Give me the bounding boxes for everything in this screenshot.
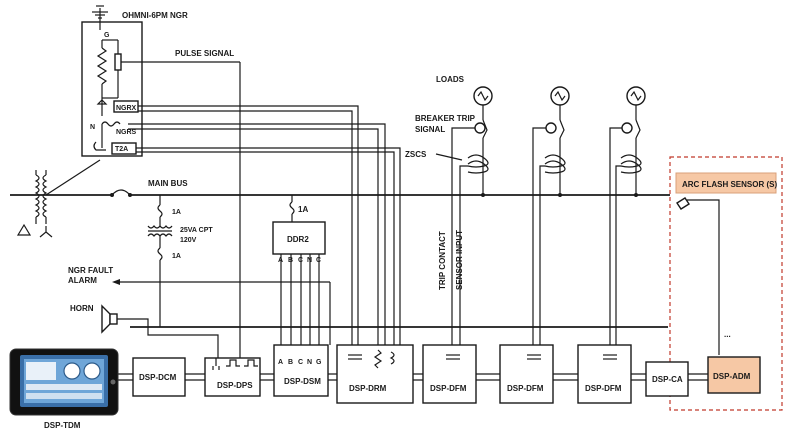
arc-flash-sensor-icon xyxy=(676,197,690,210)
svg-text:DSP-ADM: DSP-ADM xyxy=(713,372,751,381)
svg-text:N: N xyxy=(307,359,312,366)
arc-flash-title: ARC FLASH SENSOR (S) xyxy=(682,180,777,189)
ddr2-box xyxy=(272,221,326,255)
svg-text:DSP-DSM: DSP-DSM xyxy=(284,377,321,386)
cpt-rating-2: 120V xyxy=(180,237,197,244)
ddr2: 1A DDR2 A B C N C xyxy=(272,195,326,345)
horn-label: HORN xyxy=(70,304,94,313)
pulse-signal-label: PULSE SIGNAL xyxy=(175,49,234,58)
svg-text:C: C xyxy=(298,359,303,366)
svg-text:DSP-DFM: DSP-DFM xyxy=(507,384,544,393)
ngr-fault-alarm: NGR FAULT ALARM xyxy=(68,266,331,345)
svg-text:DSP-DFM: DSP-DFM xyxy=(430,384,467,393)
main-bus xyxy=(10,189,670,197)
dsp-dps-module[interactable]: DSP-DPS xyxy=(204,357,261,397)
svg-text:DSP-DCM: DSP-DCM xyxy=(139,373,177,382)
breaker-1-icon xyxy=(474,122,486,134)
dsp-tdm-label: DSP-TDM xyxy=(44,421,81,430)
sensor-input-label: SENSOR INPUT xyxy=(455,230,464,290)
ddr2-fuse: 1A xyxy=(298,205,308,214)
svg-text:A: A xyxy=(278,359,283,366)
ngr-signal-wires xyxy=(128,62,401,358)
svg-text:DSP-DPS: DSP-DPS xyxy=(217,381,253,390)
feeder-3 xyxy=(609,86,646,345)
dsp-tdm-module[interactable] xyxy=(9,348,119,416)
feeder-1 xyxy=(451,86,493,345)
dsp-dfm-module-3[interactable]: DSP-DFM xyxy=(577,344,632,404)
dsp-dsm-module[interactable]: A B C N G DSP-DSM xyxy=(273,344,329,397)
arc-flash-dashed-border xyxy=(669,156,783,411)
ngrs-label: NGRS xyxy=(116,129,137,136)
svg-text:DSP-CA: DSP-CA xyxy=(652,375,683,384)
breaker-2-icon xyxy=(545,122,557,134)
ddr2-label: DDR2 xyxy=(287,235,309,244)
arc-flash-region: ARC FLASH SENSOR (S) ... xyxy=(669,156,783,411)
main-bus-label: MAIN BUS xyxy=(148,179,188,188)
svg-text:DSP-DFM: DSP-DFM xyxy=(585,384,622,393)
main-transformer xyxy=(16,159,101,238)
breaker-trip-label-1: BREAKER TRIP xyxy=(415,114,476,123)
ngr-unit: OHMNI-6PM NGR G N NGRX NGRS T2A xyxy=(81,5,240,157)
cpt: 1A 25VA CPT 120V 1A xyxy=(147,195,213,327)
ddr2-pins: A B C N C xyxy=(278,254,321,345)
dsp-dfm-module-1[interactable]: DSP-DFM xyxy=(422,344,477,404)
dsp-adm-module[interactable]: DSP-ADM xyxy=(707,356,761,394)
svg-text:N: N xyxy=(307,257,312,264)
arc-flash-ellipsis: ... xyxy=(724,330,731,339)
ngr-g-label: G xyxy=(104,32,110,39)
dsp-dfm-module-2[interactable]: DSP-DFM xyxy=(499,344,554,404)
svg-text:C: C xyxy=(316,257,321,264)
trip-contact-label: TRIP CONTACT xyxy=(438,231,447,290)
loads-label: LOADS xyxy=(436,75,465,84)
dsp-dcm-module[interactable]: DSP-DCM xyxy=(132,357,186,397)
breaker-3-icon xyxy=(621,122,633,134)
ngrx-label: NGRX xyxy=(116,105,137,112)
breaker-trip-label-2: SIGNAL xyxy=(415,125,445,134)
svg-text:A: A xyxy=(278,257,283,264)
dsp-drm-module[interactable]: DSP-DRM xyxy=(336,344,414,404)
feeder-2 xyxy=(532,86,570,345)
svg-text:G: G xyxy=(316,359,322,366)
cpt-fuse-bottom: 1A xyxy=(172,253,181,260)
ngr-fault-label-1: NGR FAULT xyxy=(68,266,113,275)
svg-text:B: B xyxy=(288,257,293,264)
feeders: LOADS BREAKER TRIP SIGNAL ZSCS xyxy=(405,75,646,345)
arc-flash-title-box xyxy=(675,172,777,194)
horn: HORN xyxy=(70,304,219,358)
svg-text:B: B xyxy=(288,359,293,366)
cpt-fuse-top: 1A xyxy=(172,209,181,216)
ngr-n-label: N xyxy=(90,124,95,131)
dsp-ca-module[interactable]: DSP-CA xyxy=(645,361,689,397)
t2a-label: T2A xyxy=(115,146,128,153)
svg-text:DSP-DRM: DSP-DRM xyxy=(349,384,387,393)
cpt-rating-1: 25VA CPT xyxy=(180,227,213,234)
ngr-fault-label-2: ALARM xyxy=(68,276,97,285)
ngr-enclosure xyxy=(81,21,143,157)
zscs-label: ZSCS xyxy=(405,150,427,159)
svg-text:C: C xyxy=(298,257,303,264)
ngr-title: OHMNI-6PM NGR xyxy=(122,11,188,20)
